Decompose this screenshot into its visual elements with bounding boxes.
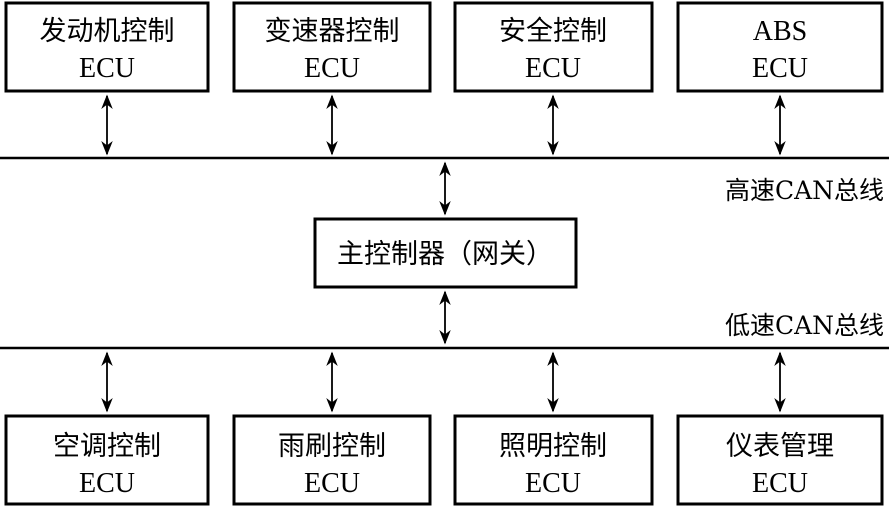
top-ecu-safety-name: 安全控制 [499,16,607,47]
bottom-ecu-ac-name: 空调控制 [53,431,161,462]
top-ecu-abs-sub: ECU [752,53,808,84]
bottom-ecu-instrument: 仪表管理 ECU [676,414,884,506]
bottom-ecu-lighting-name: 照明控制 [499,431,607,462]
top-ecu-engine-name: 发动机控制 [40,16,175,47]
bottom-ecu-ac-sub: ECU [79,468,135,499]
top-ecu-engine: 发动机控制 ECU [4,1,210,93]
gateway-controller: 主控制器（网关） [313,217,578,289]
top-ecu-transmission-name: 变速器控制 [265,16,400,47]
bottom-ecu-lighting-sub: ECU [525,468,581,499]
top-ecu-abs: ABS ECU [676,1,884,93]
bottom-ecu-wiper-sub: ECU [304,468,360,499]
low-speed-bus-label: 低速CAN总线 [725,311,884,340]
top-ecu-engine-sub: ECU [79,53,135,84]
top-ecu-safety-sub: ECU [525,53,581,84]
high-speed-bus-label: 高速CAN总线 [725,176,884,205]
top-ecu-transmission-sub: ECU [304,53,360,84]
top-ecu-abs-name: ABS [753,16,807,47]
bottom-ecu-instrument-sub: ECU [752,468,808,499]
top-ecu-safety: 安全控制 ECU [453,1,654,93]
bottom-ecu-ac: 空调控制 ECU [4,414,210,506]
top-ecu-transmission: 变速器控制 ECU [232,1,432,93]
bottom-ecu-wiper-name: 雨刷控制 [278,431,386,462]
bottom-ecu-instrument-name: 仪表管理 [726,431,834,462]
gateway-label: 主控制器（网关） [337,239,553,270]
bottom-ecu-wiper: 雨刷控制 ECU [232,414,432,506]
bottom-ecu-lighting: 照明控制 ECU [453,414,654,506]
